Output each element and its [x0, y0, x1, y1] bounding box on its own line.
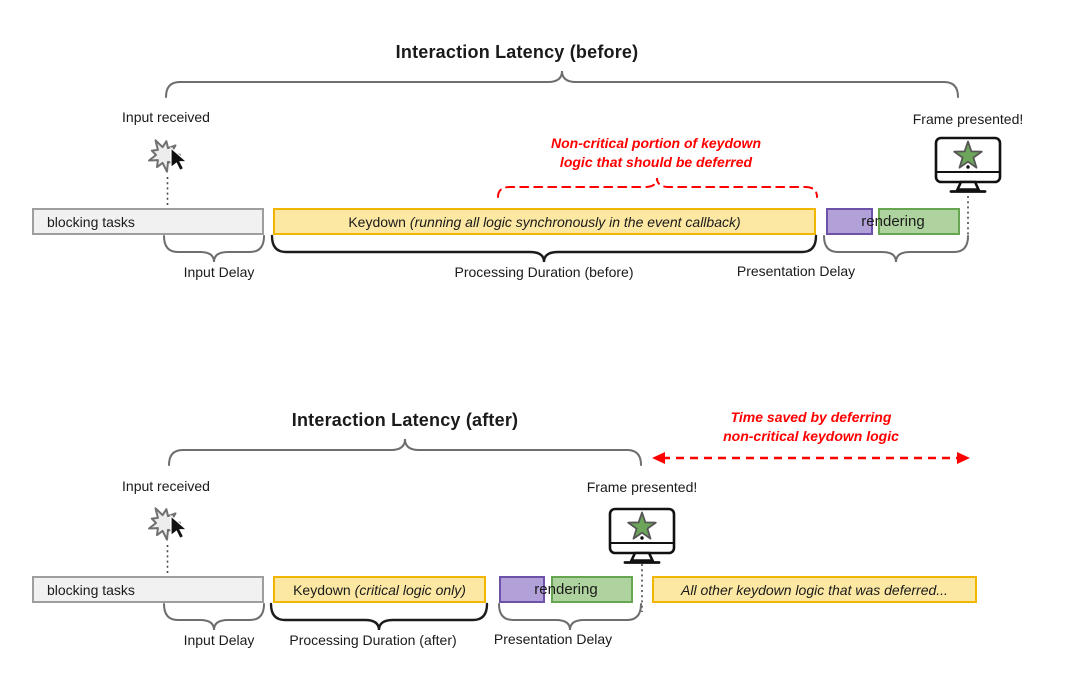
after-presentation-brace: [498, 603, 642, 631]
after-time-saved-annotation-line1: Time saved by deferring: [730, 409, 892, 425]
arrow-left-head: [652, 452, 665, 464]
after-time-saved-annotation-line2: non-critical keydown logic: [723, 428, 899, 444]
before-processing-brace: [270, 234, 818, 263]
before-processing-duration-label: Processing Duration (before): [454, 264, 634, 280]
click-starburst-icon: [148, 139, 189, 173]
after-input-received-label: Input received: [122, 478, 210, 494]
before-noncritical-brace: [497, 177, 818, 198]
before-keydown-detail: (running all logic synchronously in the …: [409, 213, 741, 230]
after-latency-brace: [168, 438, 642, 466]
after-keydown-bar: Keydown (critical logic only): [273, 576, 486, 603]
before-keydown-label: Keydown: [348, 213, 406, 230]
after-deferred-logic-bar: All other keydown logic that was deferre…: [652, 576, 977, 603]
before-input-delay-label: Input Delay: [183, 264, 255, 280]
monitor-frame-icon: [934, 136, 1002, 193]
star-icon: [953, 140, 983, 169]
after-keydown-label: Keydown: [293, 581, 351, 598]
before-rendering-label: rendering: [861, 213, 925, 230]
before-deferral-annotation: Non-critical portion of keydown logic th…: [551, 134, 761, 172]
after-monitor-frame-icon: [608, 507, 676, 564]
after-input-delay-label: Input Delay: [183, 632, 255, 648]
before-deferral-annotation-line2: logic that should be deferred: [559, 154, 753, 170]
after-presentation-delay-label: Presentation Delay: [493, 631, 613, 647]
after-rendering-label: rendering: [534, 581, 598, 598]
after-click-starburst-icon: [148, 507, 188, 541]
starburst-icon: [148, 139, 181, 173]
after-processing-brace: [269, 602, 489, 631]
mouse-cursor-icon: [170, 146, 189, 172]
after-processing-duration-label: Processing Duration (after): [289, 632, 457, 648]
before-presentation-brace: [823, 235, 969, 263]
time-saved-arrow: [652, 452, 970, 464]
after-rendering-purple-bar: [499, 576, 545, 603]
before-keydown-bar: Keydown (running all logic synchronously…: [273, 208, 816, 235]
before-input-received-label: Input received: [122, 109, 210, 125]
before-presentation-delay-label: Presentation Delay: [736, 263, 856, 279]
before-blocking-tasks-bar: blocking tasks: [32, 208, 264, 235]
before-latency-brace: [165, 70, 959, 98]
before-blocking-tasks-label: blocking tasks: [47, 213, 135, 230]
monitor-camera-dot: [966, 165, 970, 169]
after-keydown-detail: (critical logic only): [354, 581, 466, 598]
after-time-saved-annotation: Time saved by deferring non-critical key…: [723, 408, 899, 446]
monitor-stand: [955, 180, 981, 191]
after-deferred-logic-label: All other keydown logic that was deferre…: [681, 581, 948, 598]
before-input-delay-brace: [163, 235, 265, 263]
before-title: Interaction Latency (before): [395, 42, 639, 62]
after-title: Interaction Latency (after): [291, 410, 519, 430]
before-rendering-purple-bar: [826, 208, 873, 235]
after-input-delay-brace: [163, 603, 265, 631]
before-deferral-annotation-line1: Non-critical portion of keydown: [550, 135, 762, 151]
after-rendering-green-bar: [551, 576, 633, 603]
arrow-right-head: [957, 452, 970, 464]
before-frame-presented-label: Frame presented!: [912, 111, 1024, 127]
after-blocking-tasks-label: blocking tasks: [47, 581, 135, 598]
before-rendering-green-bar: [878, 208, 960, 235]
after-blocking-tasks-bar: blocking tasks: [32, 576, 264, 603]
after-frame-presented-label: Frame presented!: [586, 479, 698, 495]
